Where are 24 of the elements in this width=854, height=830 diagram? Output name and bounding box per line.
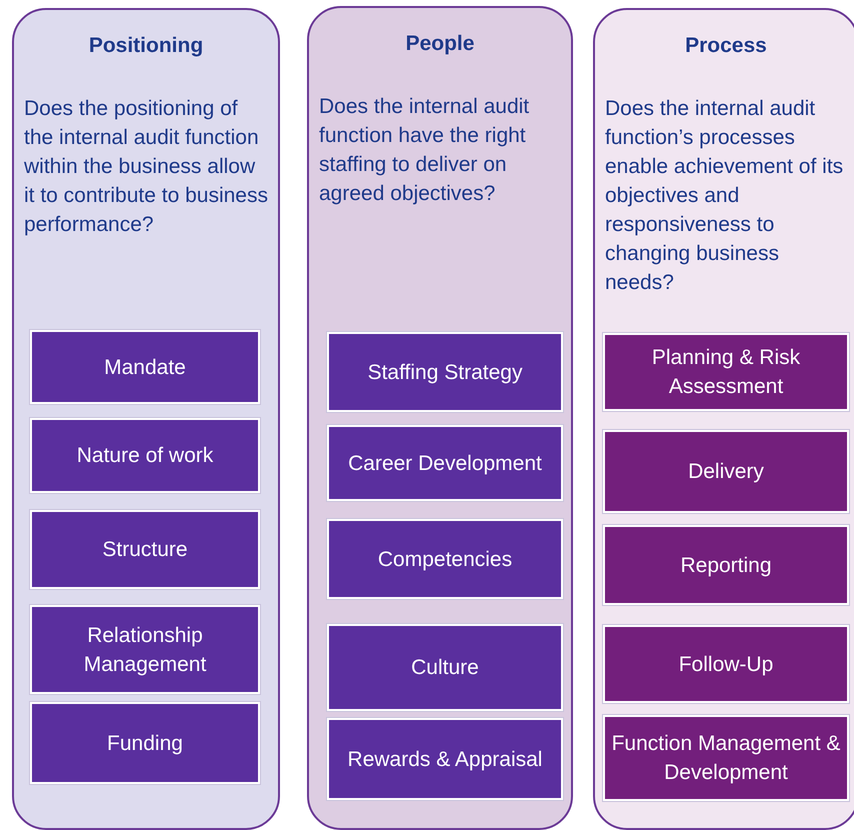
topic-card: Funding xyxy=(30,702,260,784)
question-text: Does the internal audit function’s processes enable achievement of its objectives and responsiveness to changing business needs? xyxy=(605,96,844,296)
topic-card: Competencies xyxy=(327,519,563,599)
topic-card: Planning & Risk Assessment xyxy=(603,333,849,411)
column-heading: Positioning xyxy=(88,34,204,58)
topic-card: Reporting xyxy=(603,525,849,605)
question-text: Does the internal audit function have the right staffing to deliver on agreed objectives? xyxy=(319,94,530,207)
topic-card: Rewards & Appraisal xyxy=(327,718,563,800)
column-heading: People xyxy=(404,32,476,56)
column-heading: Process xyxy=(684,34,768,58)
topic-card: Mandate xyxy=(30,330,260,404)
topic-card: Career Development xyxy=(327,425,563,501)
question-text: Does the positioning of the internal audit function within the business allow it to contribute to business performance? xyxy=(24,96,268,238)
topic-card: Nature of work xyxy=(30,418,260,493)
topic-card: Staffing Strategy xyxy=(327,332,563,412)
column-panel xyxy=(307,6,573,830)
column-panel xyxy=(12,8,280,830)
topic-card: Follow-Up xyxy=(603,625,849,703)
topic-card: Culture xyxy=(327,624,563,711)
topic-card: Delivery xyxy=(603,430,849,513)
topic-card: Function Management & Development xyxy=(603,715,849,801)
topic-card: Relationship Management xyxy=(30,605,260,694)
topic-card: Structure xyxy=(30,510,260,589)
column-panel xyxy=(593,8,854,830)
